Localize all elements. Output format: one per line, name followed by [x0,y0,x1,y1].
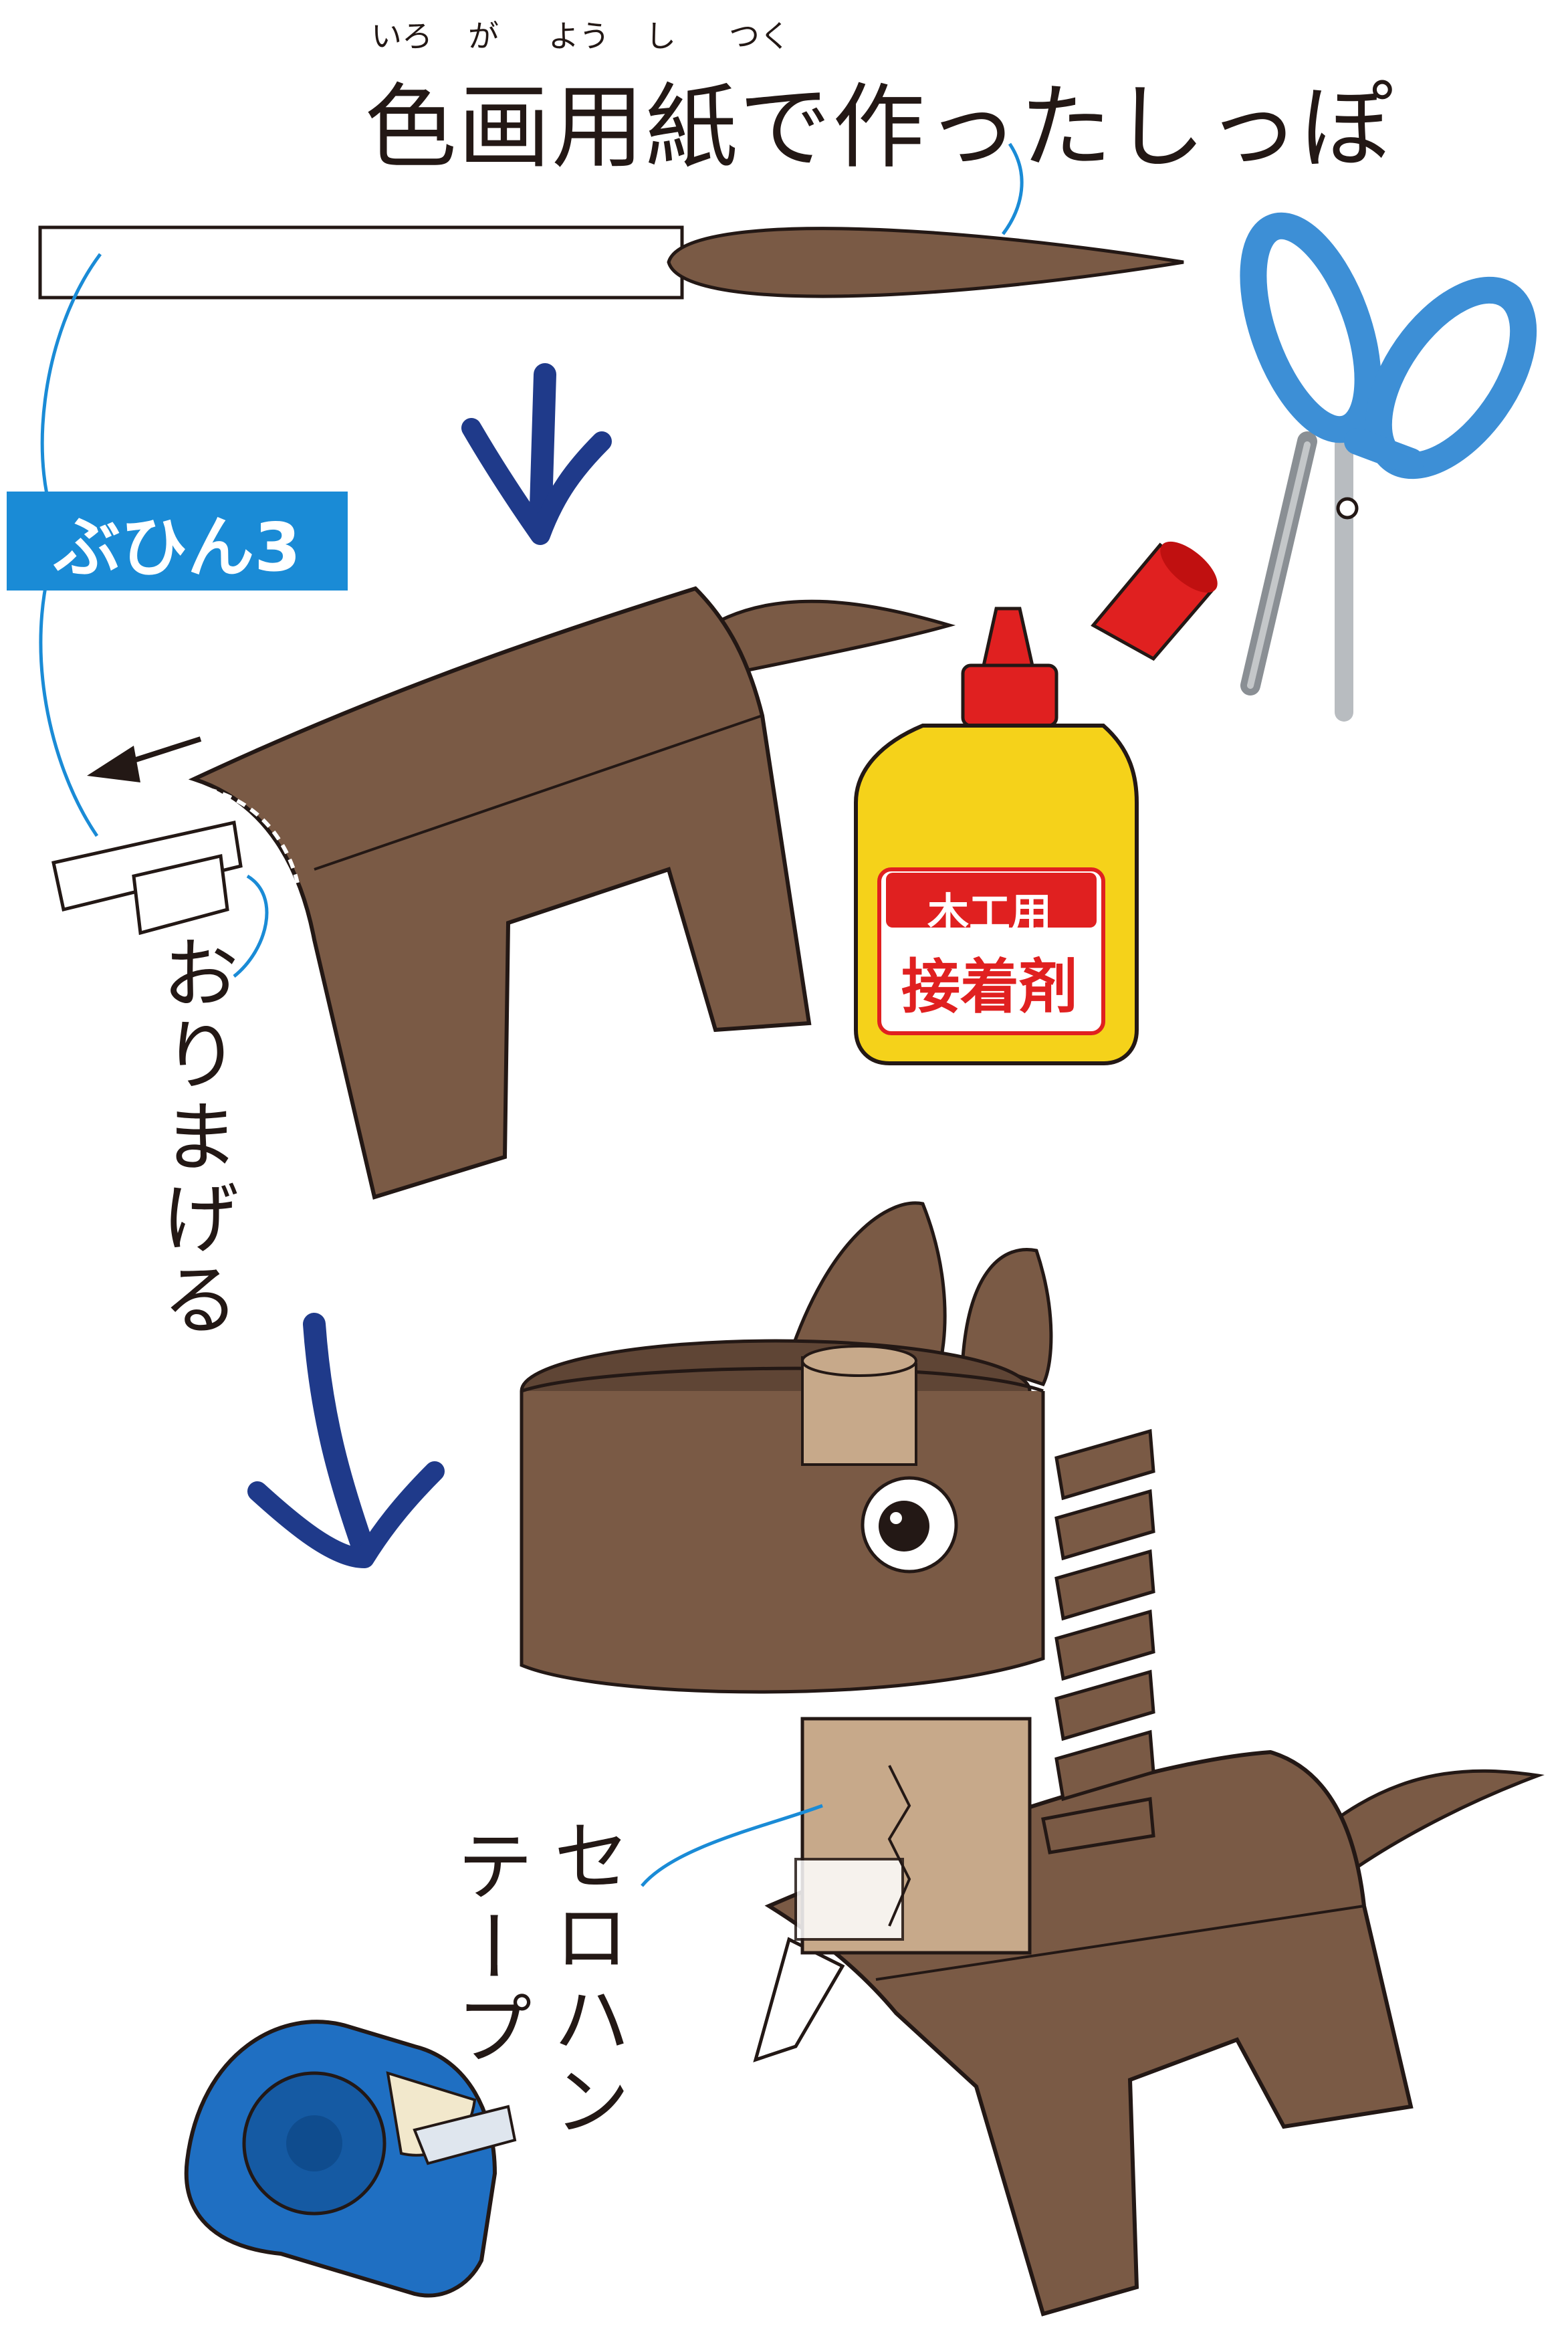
scissors-icon [1240,212,1537,722]
ruby-ga: が [468,18,499,54]
down-arrow-1 [461,363,612,545]
page-title: 色画用紙で作ったしっぽ [364,74,1395,181]
glue-label-line1: 木工用 [927,889,1052,938]
tape-dispenser-icon [184,2020,517,2298]
tape-callout-line [641,1804,823,1887]
horse-body-step2 [188,586,956,1200]
tape-label-line1: セロハン [540,1816,630,2142]
part3-badge: ぶひん3 [7,492,348,591]
left-arrow-icon [87,736,202,782]
glue-bottle [854,607,1139,1065]
fold-tab [51,820,243,936]
tail-strip [38,225,1184,300]
down-arrow-2 [247,1313,445,1568]
ruby-shi: し [645,18,676,54]
tail-callout-line [1001,142,1024,235]
ruby-iro: いろ [371,18,433,54]
glue-label-line2: 接着剤 [901,952,1078,1021]
tape-label-line2: テープ [443,1826,533,2070]
fold-label: おりまげる [148,933,239,1341]
ruby-you: よう [548,18,610,54]
glue-cap [1091,541,1218,661]
ruby-tsuku: つく [729,18,790,54]
completed-horse [520,1201,1545,2317]
fold-callout-line [233,874,269,978]
